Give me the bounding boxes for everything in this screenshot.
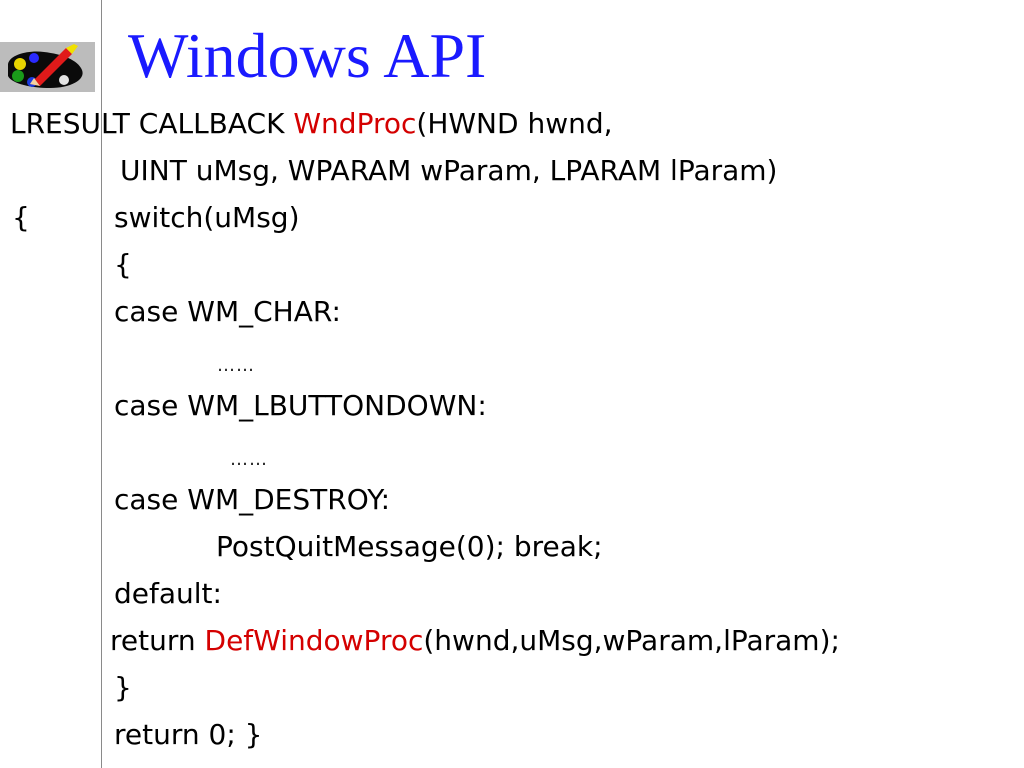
code-line-1: LRESULT CALLBACK WndProc(HWND hwnd, [10,101,613,147]
code-line-2: UINT uMsg, WPARAM wParam, LPARAM lParam) [120,154,778,187]
code-line-3-brace: { [12,201,30,234]
code-line-10: PostQuitMessage(0); break; [216,530,603,563]
code-line-5: case WM_CHAR: [114,295,341,328]
code-text: return [110,624,205,657]
code-line-14: return 0; } [114,718,263,751]
code-text: (hwnd,uMsg,wParam,lParam); [423,624,840,657]
pencil-palette-icon [0,42,95,92]
slide-divider-line [101,0,102,768]
code-line-3: switch(uMsg) [114,201,300,234]
code-ellipsis-1: …… [217,355,255,376]
slide-title: Windows API [128,20,487,91]
code-line-7: case WM_LBUTTONDOWN: [114,389,487,422]
code-line-11: default: [114,577,222,610]
function-name-defwindowproc: DefWindowProc [204,624,424,657]
code-ellipsis-2: …… [230,449,268,470]
function-name-wndproc: WndProc [293,107,417,140]
code-line-9: case WM_DESTROY: [114,483,391,516]
code-line-13: } [114,671,132,704]
code-line-12: return DefWindowProc(hwnd,uMsg,wParam,lP… [110,618,840,664]
code-text: LRESULT CALLBACK [10,107,294,140]
code-line-4: { [114,248,132,281]
code-text: (HWND hwnd, [416,107,613,140]
